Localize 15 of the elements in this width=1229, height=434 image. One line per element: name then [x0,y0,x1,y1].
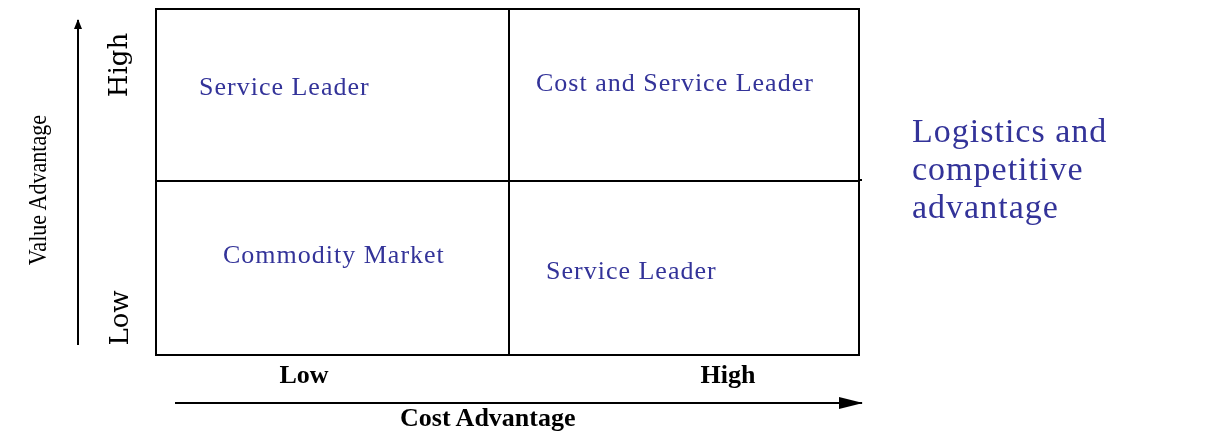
quadrant-cell [508,180,860,356]
axis-tick-label: Low [103,290,134,346]
axis-tick-label: High [700,360,756,390]
axis-title: Value Advantage [22,114,53,266]
quadrant-label: Service Leader [546,255,718,287]
quadrant-cell [155,180,510,356]
quadrant-label: Cost and Service Leader [536,67,815,99]
quadrant-cell [508,8,860,182]
axis-title: Cost Advantage [400,403,576,433]
quadrant-label: Service Leader [199,71,371,103]
quadrant-cell [155,8,510,182]
axis-tick-label: Low [279,360,329,390]
diagram-title: Logistics and competitive advantage [912,112,1109,226]
quadrant-label: Commodity Market [223,239,446,271]
axis-tick-label: High [103,32,134,98]
